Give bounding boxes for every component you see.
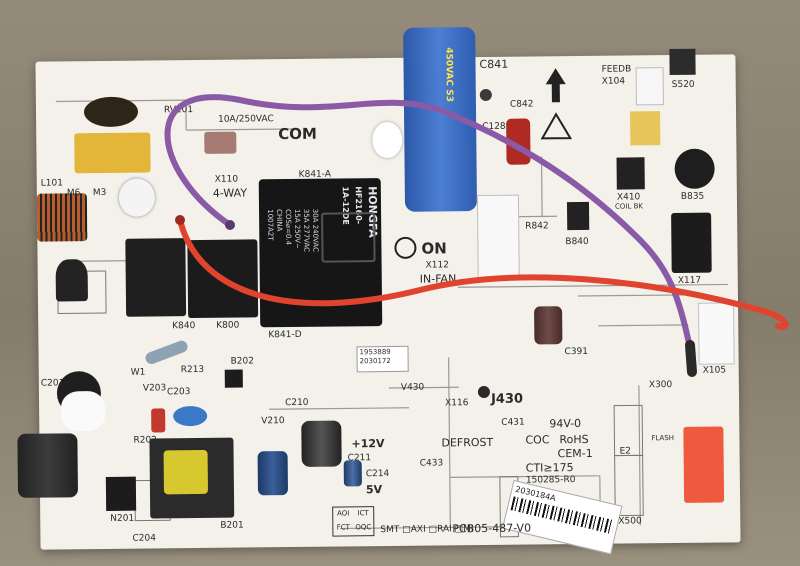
pcb-board: HONGFA HF2160-1A-12DE 30A 240VAC 35A 277… bbox=[17, 27, 741, 555]
purple-wire bbox=[164, 94, 693, 351]
red-wire bbox=[177, 217, 789, 330]
pcb-traces bbox=[55, 68, 728, 538]
